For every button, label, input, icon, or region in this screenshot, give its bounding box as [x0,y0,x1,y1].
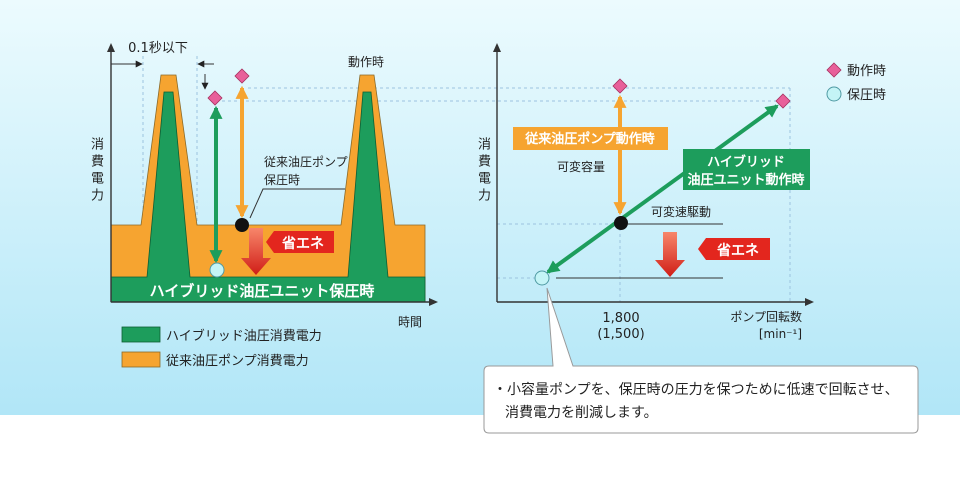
conventional-holding-label-line1: 従来油圧ポンプ [264,155,348,169]
hybrid-holding-circle-icon [534,270,550,286]
conventional-holding-dot-icon [614,216,628,230]
conventional-holding-leader-line [249,188,345,219]
savings-tag [698,238,770,260]
callout: ・小容量ポンプを、保圧時の圧力を保つために低速で回転させ、 消費電力を削減します… [483,287,919,434]
duration-label: 0.1秒以下 [128,41,188,56]
right-x-axis-label: ポンプ回転数 [730,309,802,324]
legend-swatch-hybrid [121,326,161,343]
x-tick-label: 1,800 [602,311,639,326]
hybrid-operating-tag-line2: 油圧ユニット動作時 [687,172,804,188]
right-chart: 1,800 (1,500) ポンプ回転数 [min⁻¹] 従来油圧ポンプ動作時 … [493,43,814,342]
right-x-axis-arrowhead [805,298,814,306]
conventional-operating-diamond-icon [234,68,250,84]
variable-speed-label: 可変速駆動 [651,204,711,219]
conventional-operating-tag-label: 従来油圧ポンプ動作時 [524,131,655,147]
hybrid-variable-speed-arrow [546,104,779,274]
pink-diamond-icon [826,62,842,78]
conventional-holding-dot-icon [235,218,249,232]
left-x-axis-label: 時間 [398,315,422,329]
right-x-axis-unit: [min⁻¹] [759,327,802,341]
savings-tag [266,231,334,253]
left-legend: ハイブリッド油圧消費電力 従来油圧ポンプ消費電力 [121,326,322,369]
hybrid-holding-band-label: ハイブリッド油圧ユニット保圧時 [150,282,375,300]
left-chart: ハイブリッド油圧ユニット保圧時 時間 0.1秒以下 動作時 従来油圧ポンプ 保圧… [107,41,790,329]
variable-displacement-label: 可変容量 [557,159,605,174]
conventional-holding-label-line2: 保圧時 [264,173,300,187]
savings-tag-label: 省エネ [281,235,324,252]
savings-down-arrow [655,232,685,277]
callout-text-line1: ・小容量ポンプを、保圧時の圧力を保つために低速で回転させ、 [493,381,899,398]
legend-label-operating: 動作時 [847,64,886,79]
legend-label-conventional: 従来油圧ポンプ消費電力 [166,354,309,369]
hybrid-operating-diamond-icon [775,93,791,109]
legend-label-holding: 保圧時 [847,88,886,103]
hybrid-operating-tag-line1: ハイブリッド [707,154,785,170]
cyan-circle-icon [826,86,842,102]
right-y-axis-label: 消費電力 [475,137,490,205]
operating-label: 動作時 [348,55,384,69]
hybrid-operating-tag [683,149,810,190]
hybrid-operating-diamond-icon [207,90,223,106]
right-legend: 動作時 保圧時 [826,62,886,103]
x-tick-alt-label: (1,500) [597,327,644,342]
left-y-axis-label: 消費電力 [88,137,103,205]
legend-swatch-conventional [121,351,161,368]
conventional-operating-diamond-icon [612,78,628,94]
callout-box [483,287,919,434]
left-x-axis-arrowhead [429,298,438,306]
legend-label-hybrid: ハイブリッド油圧消費電力 [166,328,322,344]
right-y-axis-arrowhead [493,43,501,52]
hybrid-holding-circle-icon [209,262,225,278]
callout-text-line2: 消費電力を削減します。 [505,404,658,421]
savings-down-arrow [241,228,271,275]
left-y-axis-arrowhead [107,43,115,52]
savings-tag-label: 省エネ [716,242,759,259]
